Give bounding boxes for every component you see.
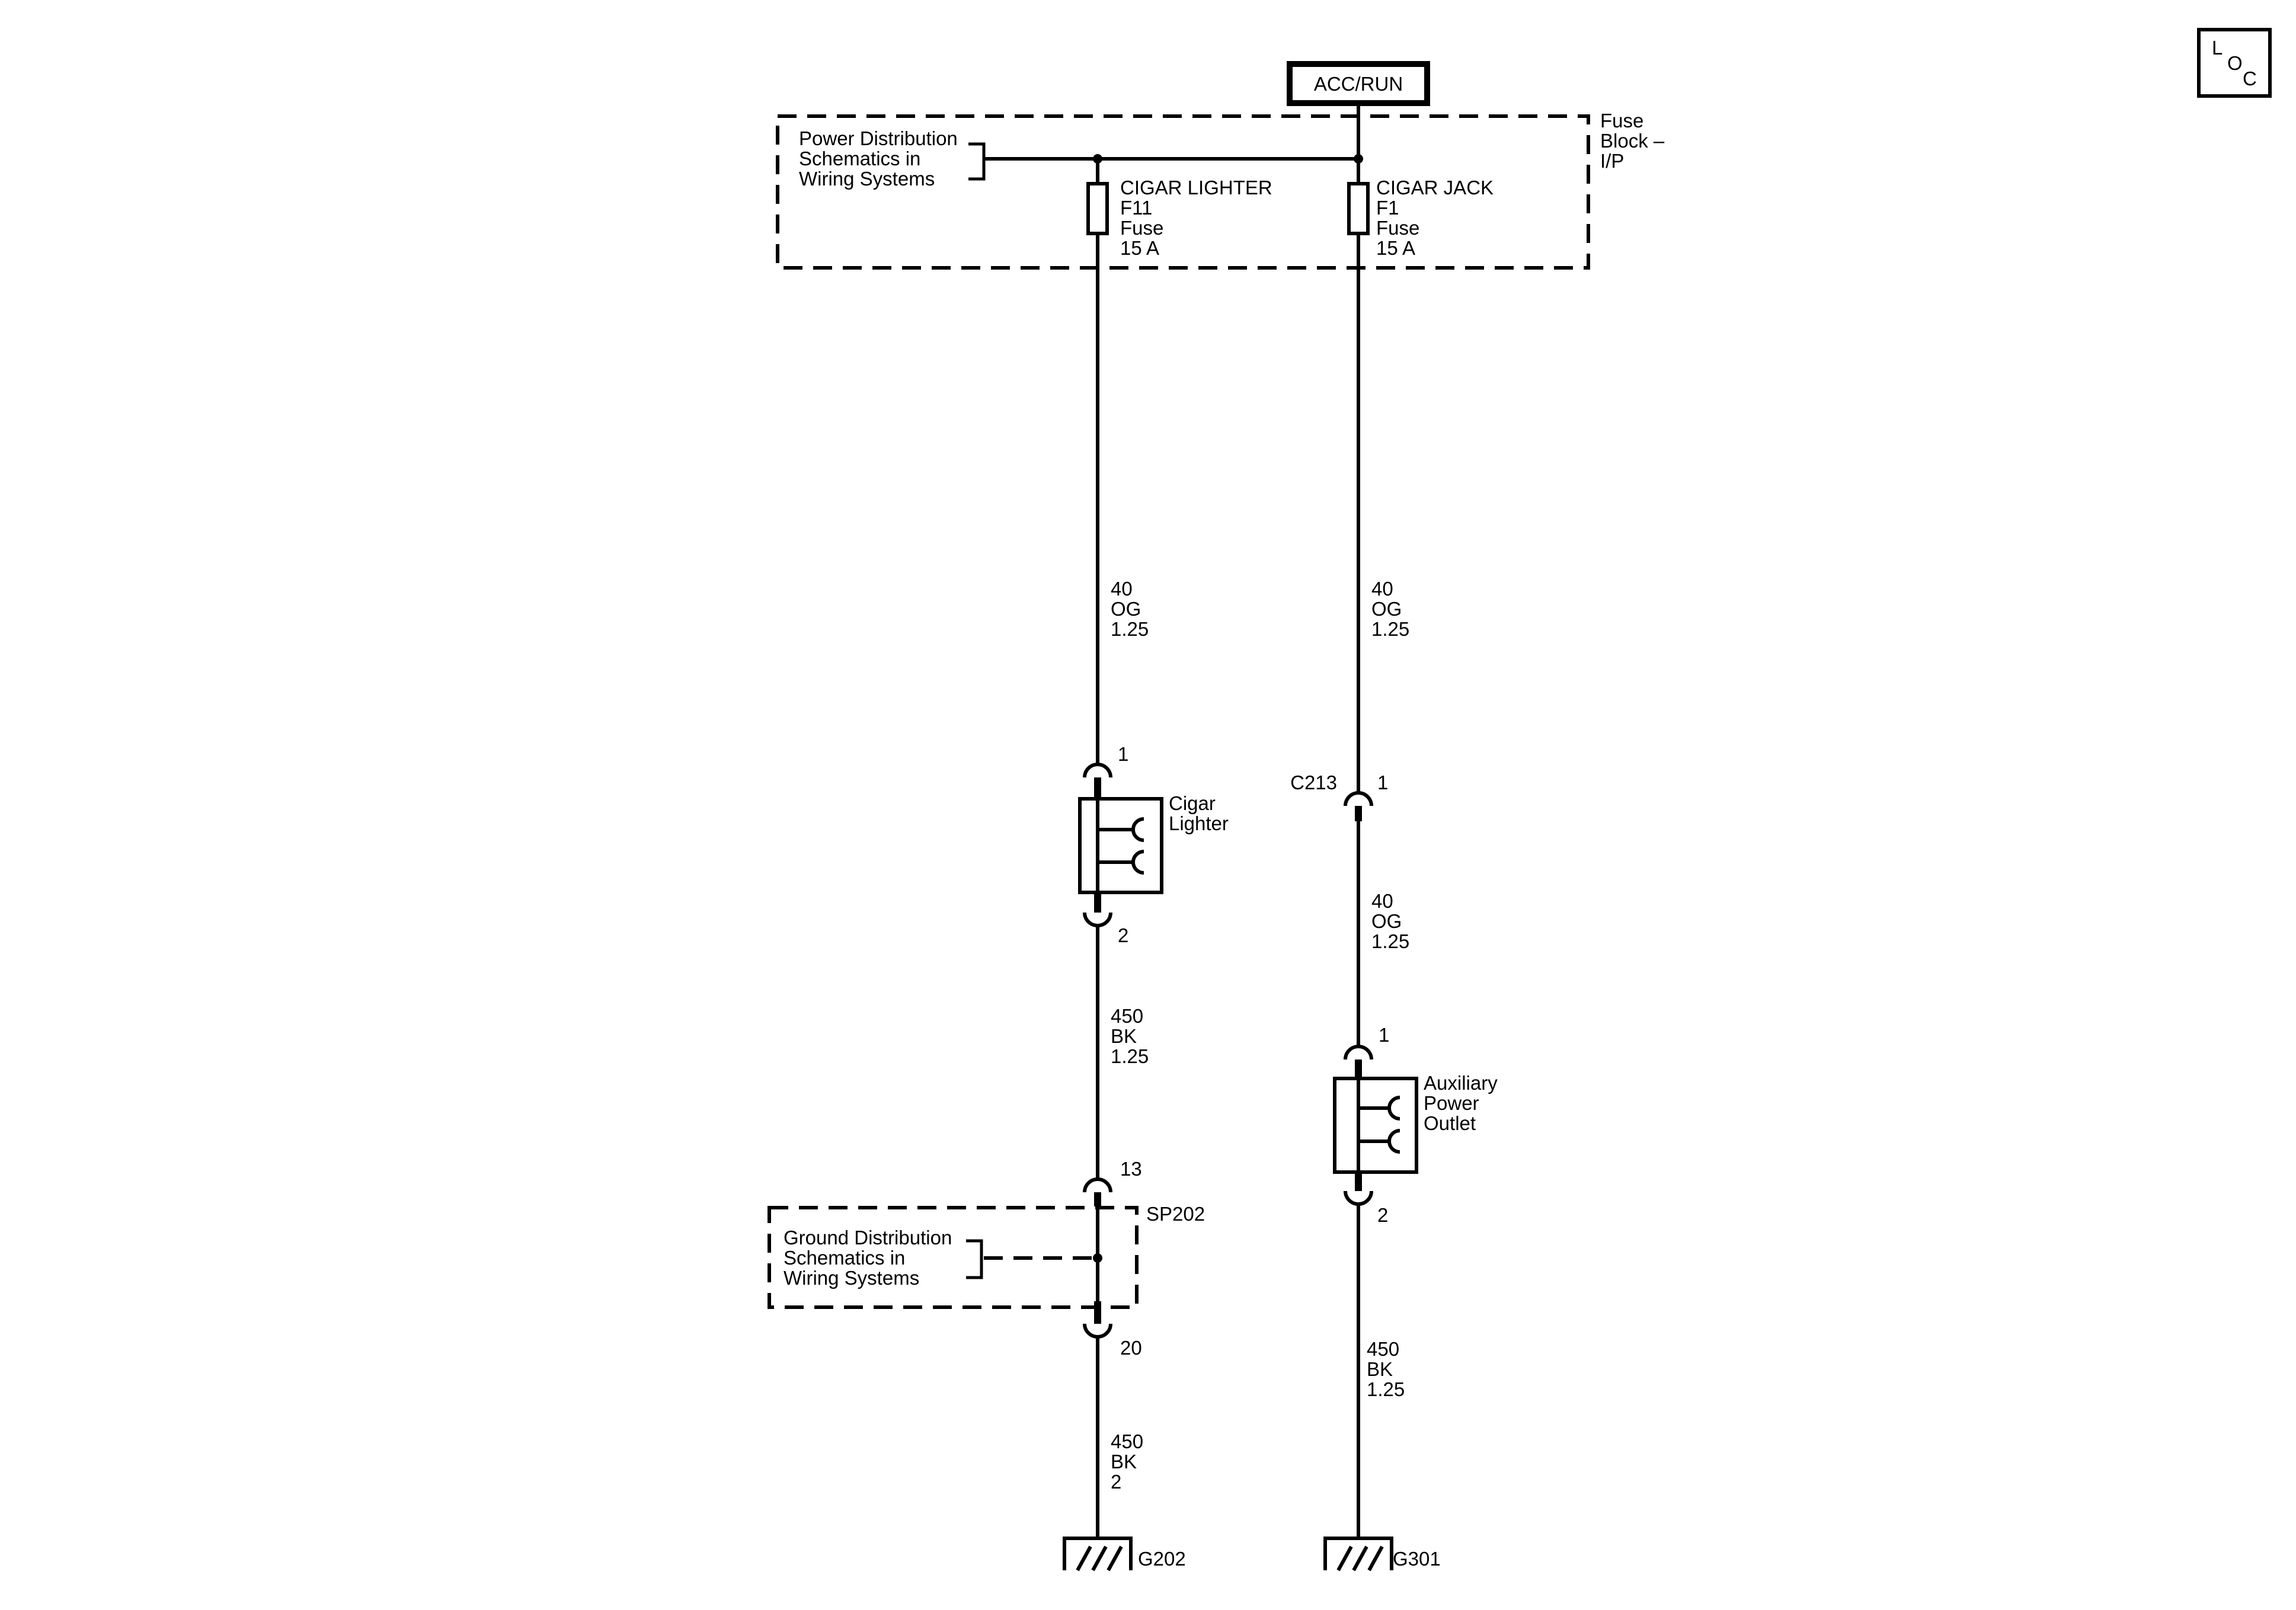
- outlet-pin-top: 1: [1379, 1024, 1389, 1046]
- acc-run-label: ACC/RUN: [1314, 73, 1403, 95]
- splice-sp202-outline: [768, 1206, 1139, 1309]
- ground-dist-line-2: Schematics in: [784, 1247, 905, 1269]
- outlet-pin1-connector-icon: [1344, 1045, 1373, 1060]
- fuse-f1-line-1: CIGAR JACK: [1376, 177, 1494, 199]
- outlet-pin2-connector-icon: [1344, 1190, 1373, 1206]
- c213-label: C213: [1290, 772, 1337, 793]
- left-feed-color: OG: [1111, 598, 1141, 620]
- left-ground-lower-circuit: 450: [1111, 1430, 1143, 1452]
- fuse-block-label-3: I/P: [1600, 150, 1624, 172]
- power-dist-line-2: Schematics in: [799, 148, 920, 169]
- acc-run-source: ACC/RUN: [1287, 61, 1430, 106]
- splice-pin13-connector-icon: [1083, 1177, 1112, 1193]
- fuse-f1-line-2: F1: [1376, 197, 1399, 219]
- ground-g301-label: G301: [1393, 1548, 1441, 1570]
- fuse-f11-line-1: CIGAR LIGHTER: [1120, 177, 1272, 199]
- lighter-pin2-connector-icon: [1083, 912, 1112, 927]
- left-ground-lower-color: BK: [1111, 1451, 1137, 1473]
- ground-g202-label: G202: [1138, 1548, 1186, 1570]
- left-ground-upper-color: BK: [1111, 1025, 1137, 1047]
- fuse-block-label-2: Block –: [1600, 130, 1665, 152]
- lighter-pin-bottom: 2: [1118, 924, 1128, 946]
- fuse-f1-line-4: 15 A: [1376, 237, 1415, 259]
- fuse-f11-line-4: 15 A: [1120, 237, 1159, 259]
- loc-badge[interactable]: L O C: [2197, 28, 2272, 98]
- right-feed-lower-gauge: 1.25: [1371, 930, 1409, 952]
- loc-letter-o: O: [2227, 52, 2243, 74]
- fuse-f11-line-3: Fuse: [1120, 217, 1163, 239]
- left-ground-upper-circuit: 450: [1111, 1005, 1143, 1027]
- fuse-f1-line-3: Fuse: [1376, 217, 1419, 239]
- right-feed-lower-color: OG: [1371, 910, 1402, 932]
- right-ground-circuit: 450: [1367, 1338, 1399, 1360]
- fuse-block-label-1: Fuse: [1600, 110, 1643, 132]
- ground-g202-icon: [1063, 1537, 1133, 1571]
- ground-dist-line-1: Ground Distribution: [784, 1227, 952, 1249]
- cigar-lighter-device[interactable]: Cigar Lighter: [1078, 792, 1229, 894]
- left-ground-upper-gauge: 1.25: [1111, 1045, 1149, 1067]
- right-ground-gauge: 1.25: [1367, 1378, 1405, 1400]
- c213-pin: 1: [1377, 772, 1388, 793]
- outlet-pin-bottom: 2: [1377, 1204, 1388, 1226]
- aux-outlet-label-2: Power: [1424, 1092, 1479, 1114]
- splice-pin20-connector-icon: [1083, 1323, 1112, 1339]
- power-dist-line-3: Wiring Systems: [799, 168, 935, 190]
- fuse-f11-line-2: F11: [1120, 197, 1152, 219]
- ground-dist-line-3: Wiring Systems: [784, 1267, 919, 1289]
- right-feed-upper-circuit: 40: [1371, 578, 1393, 600]
- fuse-block-outline: [776, 114, 1590, 270]
- loc-letter-c: C: [2243, 68, 2257, 89]
- right-ground-color: BK: [1367, 1358, 1393, 1380]
- aux-outlet-label-1: Auxiliary: [1424, 1072, 1498, 1094]
- lighter-pin-top: 1: [1118, 743, 1128, 765]
- splice-name: SP202: [1146, 1203, 1205, 1225]
- right-feed-upper-gauge: 1.25: [1371, 618, 1409, 640]
- right-feed-upper-color: OG: [1371, 598, 1402, 620]
- loc-letter-l: L: [2212, 37, 2223, 59]
- fuse-f1-icon: [1347, 182, 1370, 235]
- ground-distribution-reference[interactable]: Ground Distribution Schematics in Wiring…: [784, 1227, 983, 1289]
- c213-connector-icon: [1344, 791, 1373, 806]
- ground-g301-icon: [1323, 1537, 1393, 1571]
- auxiliary-power-outlet-device[interactable]: Auxiliary Power Outlet: [1333, 1072, 1498, 1174]
- splice-pin-bottom: 20: [1120, 1337, 1142, 1359]
- cigar-lighter-label-2: Lighter: [1169, 812, 1229, 834]
- left-feed-gauge: 1.25: [1111, 618, 1149, 640]
- fuse-f11-icon: [1086, 182, 1109, 235]
- power-distribution-reference[interactable]: Power Distribution Schematics in Wiring …: [799, 127, 986, 190]
- cigar-lighter-label-1: Cigar: [1169, 792, 1216, 814]
- left-feed-circuit: 40: [1111, 578, 1133, 600]
- lighter-pin1-connector-icon: [1083, 763, 1112, 778]
- power-dist-line-1: Power Distribution: [799, 127, 958, 149]
- splice-pin-top: 13: [1120, 1158, 1142, 1180]
- right-feed-lower-circuit: 40: [1371, 890, 1393, 912]
- splice-junction: [1093, 1253, 1102, 1263]
- left-ground-lower-gauge: 2: [1111, 1471, 1121, 1493]
- aux-outlet-label-3: Outlet: [1424, 1112, 1476, 1134]
